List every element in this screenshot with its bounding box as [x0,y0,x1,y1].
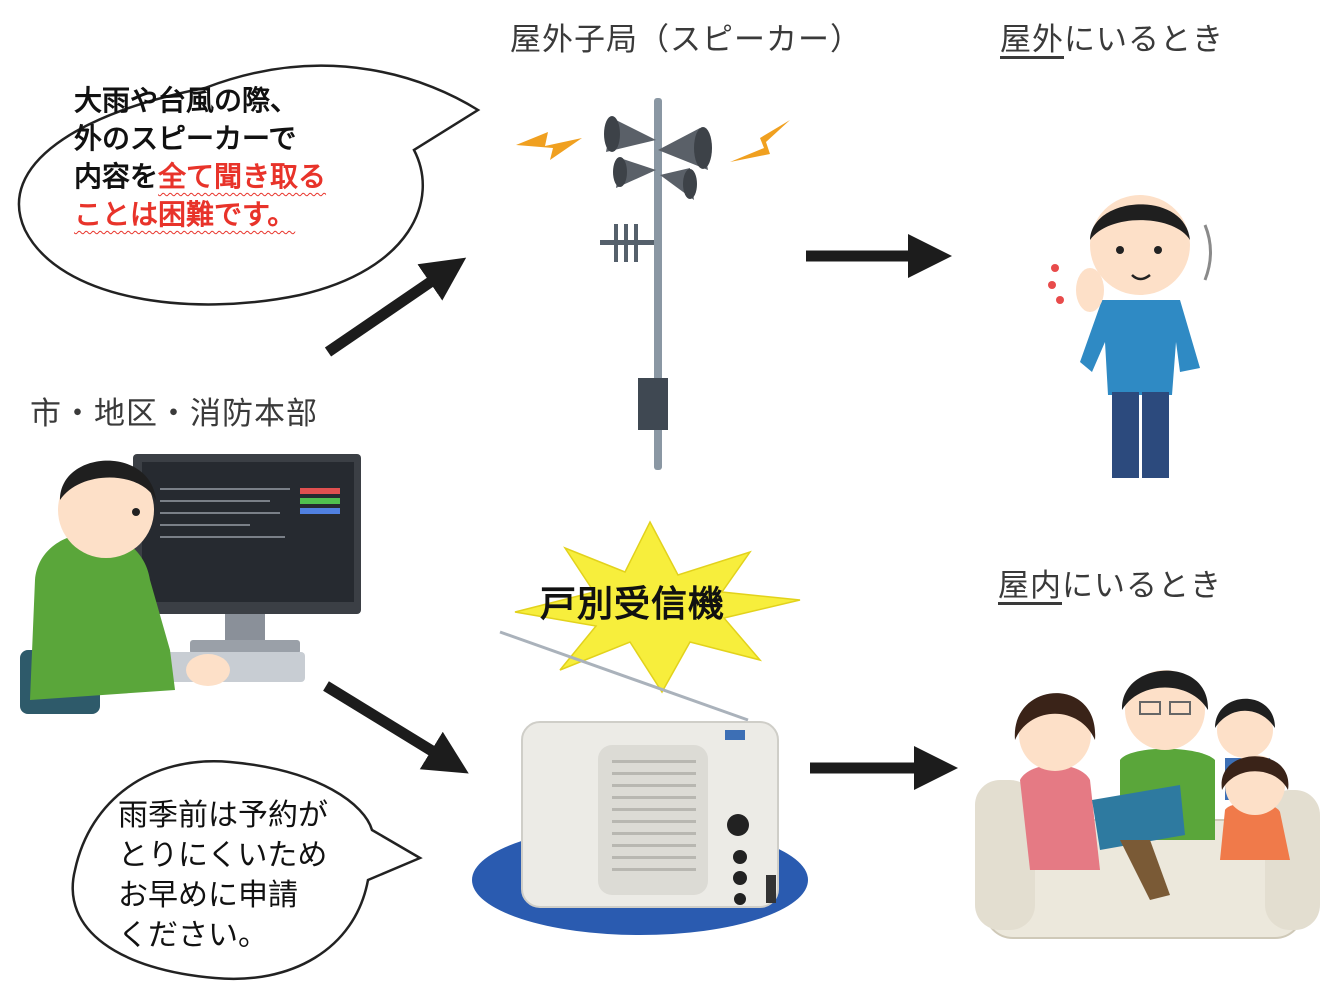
arrow-operator-to-speaker [324,257,467,357]
bubble-top-line-3-emphasis: 全て聞き取る [158,160,327,193]
speaker-label: 屋外子局（スピーカー） [510,22,862,58]
indoor-label-prefix: 屋内 [998,568,1062,604]
bubble-top-line-1: 大雨や台風の際、 [74,84,299,117]
outdoor-label-prefix: 屋外 [1000,22,1064,58]
star-burst-shape [514,520,801,694]
computer-operator-icon [20,454,361,714]
bubble-top-line-2: 外のスピーカーで [74,122,297,155]
bubble-bottom-line-4: ください。 [118,918,268,953]
bubble-bottom-line-2: とりにくいため [118,838,328,873]
family-on-sofa-icon [975,670,1320,939]
bubble-top-line-3: 内容を全て聞き取る [74,158,326,196]
bubble-bottom-line-1: 雨季前は予約が [118,798,328,833]
bubble-bottom-text: 雨季前は予約が とりにくいため お早めに申請 ください。 [118,796,328,956]
arrow-operator-to-receiver [323,681,469,774]
bubble-top-line-4-emphasis: ことは困難です。 [74,198,296,231]
radio-receiver-icon [472,630,808,935]
speaker-pole-icon [516,98,790,470]
outdoor-label-suffix: にいるとき [1064,22,1224,58]
bubble-top-shape [17,64,481,306]
bubble-top-text: 大雨や台風の際、 外のスピーカーで 内容を全て聞き取る ことは困難です。 [74,82,326,234]
bubble-bottom-line-3: お早めに申請 [118,878,298,913]
indoor-label: 屋内にいるとき [998,560,1222,605]
bubble-top-line-3-plain: 内容を [74,160,159,193]
operator-label: 市・地区・消防本部 [30,396,318,432]
listening-man-icon [1048,195,1212,478]
outdoor-label: 屋外にいるとき [1000,14,1224,59]
indoor-label-suffix: にいるとき [1062,568,1222,604]
receiver-label: 戸別受信機 [540,584,726,625]
bubble-bottom-shape [71,760,423,981]
